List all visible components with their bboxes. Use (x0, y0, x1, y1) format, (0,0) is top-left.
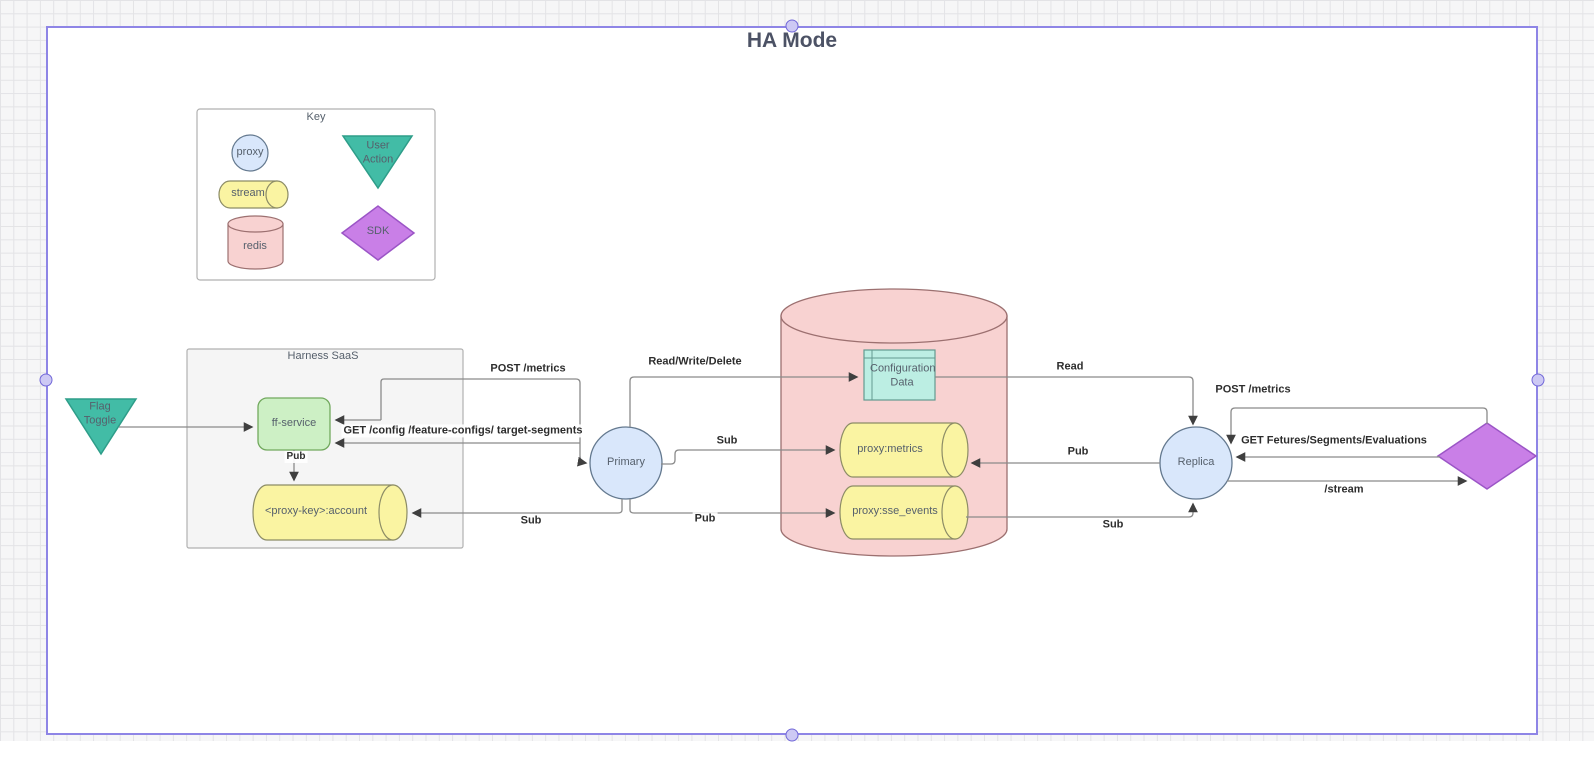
edge-label-get-config[interactable]: GET /config /feature-configs/ target-seg… (341, 424, 585, 438)
edge-primary-rwd-configdata[interactable] (629, 372, 859, 427)
primary-node[interactable] (589, 426, 663, 500)
selection-handle-bottom[interactable] (785, 728, 799, 742)
edge-label-get-fetures[interactable]: GET Fetures/Segments/Evaluations (1239, 434, 1429, 448)
key-sdk-label: SDK (366, 225, 390, 238)
selection-handle-right[interactable] (1531, 373, 1545, 387)
edge-postmetrics-into-primary[interactable] (380, 378, 588, 467)
flag-toggle-triangle[interactable] (64, 398, 138, 456)
key-redis-label: redis (243, 240, 267, 253)
account-stream-cylinder[interactable] (252, 484, 408, 541)
edge-label-post-metrics-left[interactable]: POST /metrics (488, 362, 568, 376)
proxy-sse-events-cylinder[interactable] (839, 485, 969, 540)
edge-primary-pub-sse[interactable] (629, 499, 836, 518)
selection-handle-top[interactable] (785, 19, 799, 33)
edge-label-pub-replica-metrics[interactable]: Pub (1065, 445, 1091, 459)
key-title: Key (306, 111, 326, 124)
edge-label-read-write-delete[interactable]: Read/Write/Delete (646, 355, 744, 369)
harness-saas-label: Harness SaaS (287, 350, 359, 363)
key-proxy-circle[interactable] (231, 134, 269, 172)
canvas-bottom-strip (0, 741, 1594, 762)
key-proxy-label: proxy (236, 146, 264, 159)
selection-handle-left[interactable] (39, 373, 53, 387)
key-user-action-label: User Action (362, 139, 394, 165)
proxy-metrics-cylinder[interactable] (839, 422, 969, 478)
edge-sdk-postmetrics-replica[interactable] (1226, 407, 1488, 445)
key-sdk-diamond[interactable] (340, 205, 416, 261)
edge-label-sub-primary-account[interactable]: Sub (518, 514, 544, 528)
edge-label-pub-primary-sse[interactable]: Pub (692, 512, 718, 526)
account-stream-label: <proxy-key>:account (264, 505, 368, 518)
edge-configdata-read-replica[interactable] (935, 376, 1198, 426)
sdk-diamond-node[interactable] (1436, 422, 1538, 490)
ff-service-label: ff-service (271, 417, 317, 430)
edge-primary-sub-account[interactable] (411, 499, 623, 518)
key-stream-cylinder[interactable] (218, 180, 289, 209)
key-stream-label: stream (231, 187, 265, 200)
primary-label: Primary (607, 456, 645, 469)
edge-label-post-metrics-right[interactable]: POST /metrics (1213, 383, 1293, 397)
edge-label-sub-sse-replica[interactable]: Sub (1100, 518, 1126, 532)
edge-label-read[interactable]: Read (1054, 360, 1086, 374)
key-redis-cylinder[interactable] (227, 215, 284, 270)
edge-label-sub-primary-metrics[interactable]: Sub (714, 434, 740, 448)
edge-label-stream[interactable]: /stream (1322, 483, 1366, 497)
proxy-sse-label: proxy:sse_events (852, 505, 938, 518)
edge-primary-sub-metrics[interactable] (661, 445, 836, 465)
replica-label: Replica (1177, 456, 1215, 469)
key-user-action-triangle[interactable] (341, 135, 414, 190)
edge-sse-sub-replica[interactable] (966, 502, 1198, 518)
config-data-node[interactable] (863, 349, 936, 401)
edge-label-pub-ff-account[interactable]: Pub (284, 451, 308, 463)
diagram-title[interactable]: HA Mode (746, 29, 838, 52)
flag-toggle-label: Flag Toggle (83, 400, 117, 426)
config-data-label: Configuration Data (870, 362, 936, 388)
proxy-metrics-label: proxy:metrics (857, 443, 923, 456)
